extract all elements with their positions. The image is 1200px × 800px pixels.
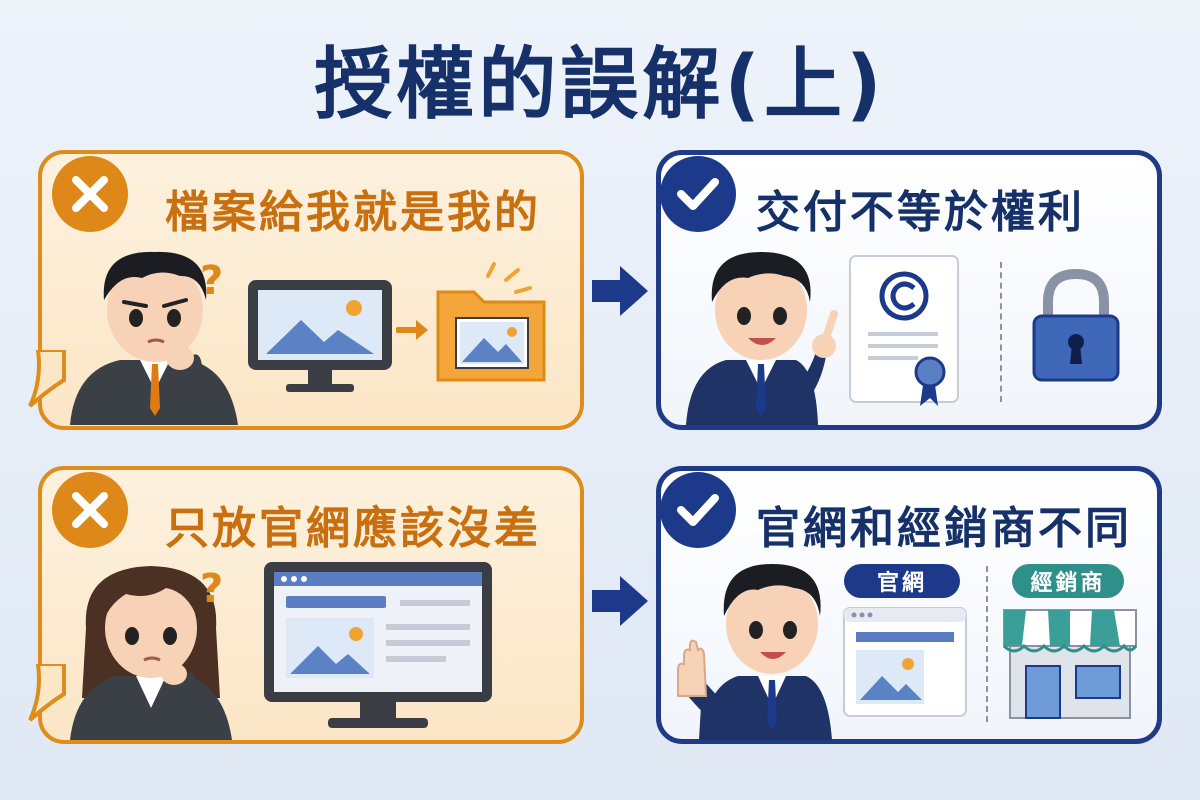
check-icon [660,156,736,232]
website-monitor-illustration [264,562,492,728]
divider [986,566,988,722]
monitor-illustration [248,280,392,392]
question-mark: ? [200,566,224,612]
confused-woman-illustration [70,566,232,740]
businessman-pointing-illustration [686,252,838,425]
website-window-icon [843,607,967,717]
correction-heading-1: 交付不等於權利 [756,187,1085,238]
folder-icon [436,262,546,382]
misconception-heading-1: 檔案給我就是我的 [165,187,541,238]
arrow-icon [592,576,648,626]
dealer-tag: 經銷商 [1012,564,1124,598]
question-mark: ? [200,258,224,304]
lock-icon [1032,268,1120,382]
confused-man-illustration [70,251,238,425]
misconception-heading-2: 只放官網應該沒差 [165,503,541,554]
x-icon [52,472,128,548]
page-title: 授權的誤解(上) [314,40,886,130]
small-arrow-icon [396,320,428,340]
x-icon [52,156,128,232]
correction-heading-2: 官網和經銷商不同 [756,503,1132,554]
copyright-certificate-icon [849,255,959,406]
check-icon [660,472,736,548]
store-icon [1002,609,1138,719]
arrow-icon [592,266,648,316]
businessman-waving-illustration [677,564,832,740]
speech-tail [28,350,66,408]
speech-tail [28,664,66,722]
website-tag: 官網 [844,564,960,598]
divider [1000,262,1002,402]
